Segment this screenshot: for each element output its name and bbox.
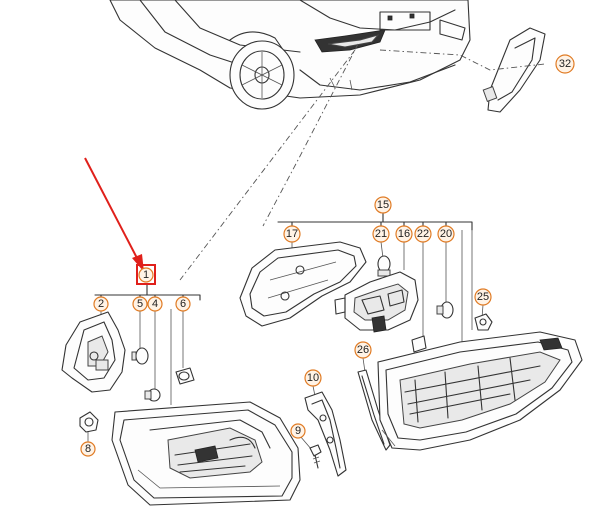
car-rear-outline [109, 0, 471, 110]
callout-label: 22 [417, 228, 429, 240]
bulbs-left [131, 347, 195, 402]
callout-20[interactable]: 20 [437, 225, 455, 243]
highlight-arrow [84, 157, 144, 272]
tail-light-left [111, 401, 301, 506]
callout-label: 32 [559, 58, 571, 70]
callout-label: 6 [180, 298, 186, 310]
callout-6[interactable]: 6 [175, 296, 191, 312]
callout-21[interactable]: 21 [372, 225, 390, 243]
callout-8[interactable]: 8 [80, 441, 96, 457]
callout-15[interactable]: 15 [374, 196, 392, 214]
gasket-seal [239, 241, 367, 327]
leader-lines [179, 43, 546, 281]
callout-label: 9 [295, 425, 301, 437]
callout-label: 5 [137, 298, 143, 310]
callout-32[interactable]: 32 [555, 54, 575, 74]
callout-label: 26 [357, 344, 369, 356]
nut-part [79, 411, 99, 433]
callout-label: 17 [286, 228, 298, 240]
reflector-part [482, 27, 546, 113]
callout-22[interactable]: 22 [414, 225, 432, 243]
mounting-bracket [304, 391, 347, 477]
tail-light-right [377, 331, 583, 451]
callout-label: 2 [98, 298, 104, 310]
callout-label: 21 [375, 228, 387, 240]
bulbs-right [411, 301, 454, 353]
callouts: 1 2 4 5 6 8 9 10 [80, 54, 575, 457]
callout-9[interactable]: 9 [290, 423, 306, 439]
callout-16[interactable]: 16 [395, 225, 413, 243]
callout-10[interactable]: 10 [304, 369, 322, 387]
callout-label: 10 [307, 372, 319, 384]
callout-1[interactable]: 1 [136, 264, 156, 285]
callout-5[interactable]: 5 [132, 296, 148, 312]
callout-label: 4 [152, 298, 158, 310]
callout-label: 1 [143, 269, 149, 281]
callout-25[interactable]: 25 [474, 288, 492, 306]
callout-17[interactable]: 17 [283, 225, 301, 243]
callout-label: 16 [398, 228, 410, 240]
bulb-21 [377, 255, 391, 277]
bulb-holder-right [334, 271, 419, 333]
clip-part [474, 313, 493, 331]
callout-label: 25 [477, 291, 489, 303]
callout-26[interactable]: 26 [354, 341, 372, 359]
callout-label: 8 [85, 443, 91, 455]
callout-label: 20 [440, 228, 452, 240]
screw-part [309, 444, 322, 469]
bulb-holder-left [61, 311, 126, 393]
callout-label: 15 [377, 199, 389, 211]
callout-2[interactable]: 2 [93, 296, 109, 312]
callout-4[interactable]: 4 [147, 296, 163, 312]
